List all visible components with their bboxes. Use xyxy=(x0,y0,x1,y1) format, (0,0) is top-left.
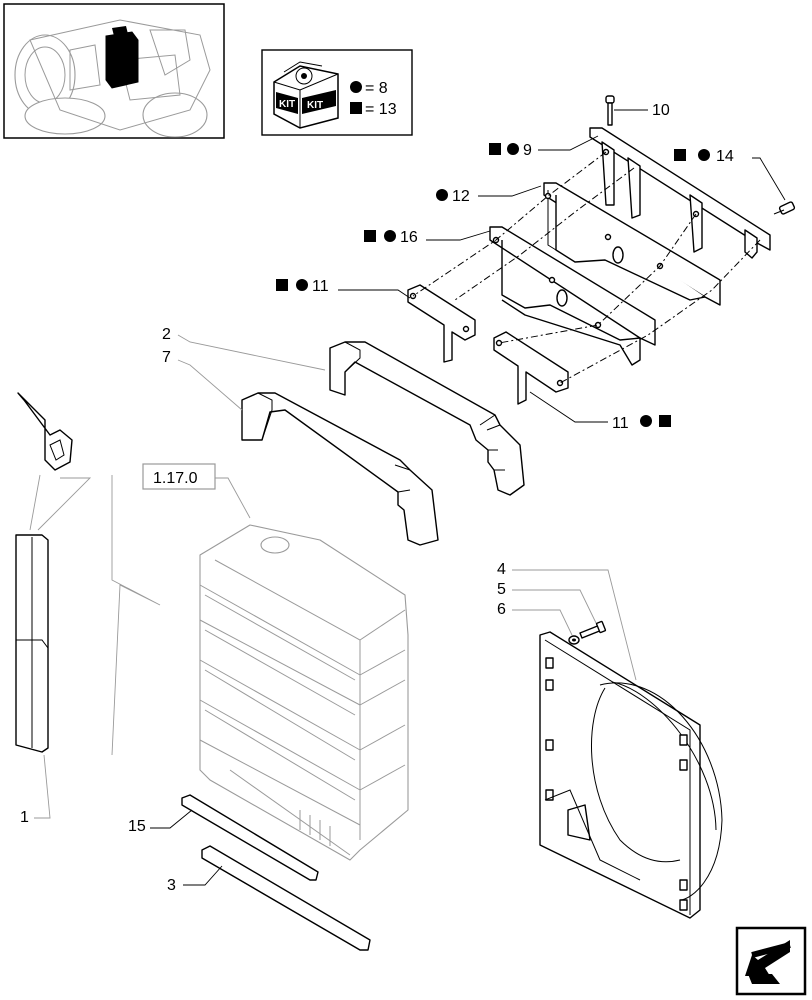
callout-3: 3 xyxy=(167,877,176,894)
circle-marker xyxy=(698,149,710,161)
square-marker xyxy=(674,149,686,161)
fan-shroud-4 xyxy=(539,631,723,919)
highlighted-radiator xyxy=(105,31,139,89)
foam-strip-3 xyxy=(201,845,371,951)
callout-15: 15 xyxy=(128,818,146,835)
tractor-thumbnail xyxy=(3,3,225,139)
bracket-11-left xyxy=(407,284,476,363)
callout-10: 10 xyxy=(652,102,670,119)
guide-lines-left xyxy=(111,475,161,756)
circle-marker xyxy=(436,189,448,201)
circle-marker xyxy=(507,143,519,155)
kit-box-icon: KIT KIT xyxy=(273,61,339,129)
circle-marker xyxy=(296,279,308,291)
callout-12: 12 xyxy=(452,188,470,205)
callout-7: 7 xyxy=(162,349,171,366)
assembly-lines xyxy=(412,151,761,384)
reference-label: 1.17.0 xyxy=(153,470,198,487)
radiator xyxy=(199,524,409,861)
bracket-12 xyxy=(543,182,721,306)
washer-6 xyxy=(568,635,580,645)
callout-6: 6 xyxy=(497,601,506,618)
bolt-10: 10 xyxy=(605,95,670,126)
kit-text-right: KIT xyxy=(307,100,323,111)
callout-9: 9 xyxy=(523,142,532,159)
callout-11-right: 11 xyxy=(612,415,629,432)
seal-2 xyxy=(329,341,525,496)
screw-14: 14 xyxy=(674,148,796,215)
circle-marker xyxy=(350,81,362,93)
profile-seal-1 xyxy=(17,392,92,531)
kit-circle-count: = 8 xyxy=(365,80,388,97)
circle-marker xyxy=(640,415,652,427)
bracket-16 xyxy=(489,226,656,366)
square-marker xyxy=(276,279,288,291)
callout-11-left: 11 xyxy=(312,278,329,295)
square-marker xyxy=(489,143,501,155)
square-marker xyxy=(659,415,671,427)
circle-marker xyxy=(384,230,396,242)
foam-strip-15 xyxy=(181,794,319,881)
seal-7 xyxy=(241,392,439,546)
callout-5: 5 xyxy=(497,581,506,598)
kit-square-count: = 13 xyxy=(365,101,397,118)
bolt-5 xyxy=(579,620,607,639)
next-page-arrow-icon[interactable] xyxy=(735,926,807,996)
kit-legend: KIT KIT = 8 = 13 xyxy=(261,49,413,136)
callout-2: 2 xyxy=(162,326,171,343)
callout-4: 4 xyxy=(497,561,506,578)
square-marker xyxy=(350,102,362,114)
edge-strip-1 xyxy=(15,534,49,753)
callout-1: 1 xyxy=(20,809,29,826)
callout-16: 16 xyxy=(400,229,418,246)
reference-box: 1.17.0 xyxy=(142,463,251,519)
square-marker xyxy=(364,230,376,242)
callout-14: 14 xyxy=(716,148,734,165)
kit-text-left: KIT xyxy=(279,99,295,110)
